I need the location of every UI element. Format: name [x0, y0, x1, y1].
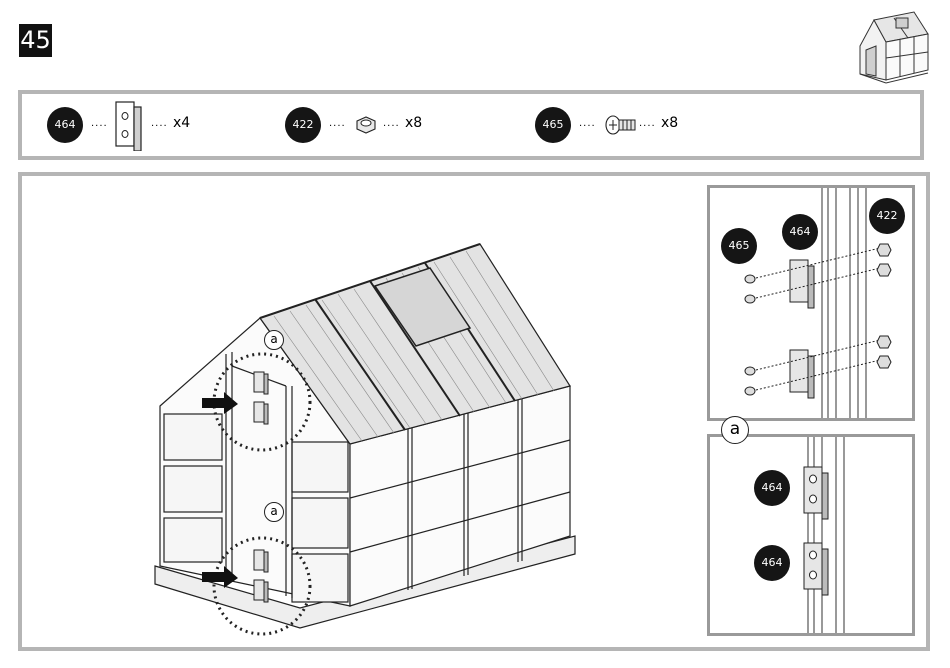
- part-quantity: x4: [173, 115, 190, 131]
- leader-dots: ....: [383, 118, 400, 129]
- label-464: 464: [782, 214, 818, 250]
- label-465: 465: [721, 228, 757, 264]
- leader-dots: ....: [639, 118, 656, 129]
- callout-a-top: a: [264, 330, 284, 350]
- leader-dots: ....: [329, 118, 346, 129]
- step-number-badge: 45: [19, 24, 52, 57]
- leader-dots: ....: [91, 118, 108, 129]
- leader-dots: ....: [579, 118, 596, 129]
- callout-a-bottom: a: [264, 502, 284, 522]
- part-number-badge: 422: [285, 107, 321, 143]
- screw-icon: [605, 112, 639, 138]
- greenhouse-thumbnail-icon: [852, 6, 934, 86]
- label-422: 422: [869, 198, 905, 234]
- hinge-icon: [113, 99, 149, 151]
- part-quantity: x8: [405, 115, 422, 131]
- part-item-464: 464 .... .... x4: [47, 94, 217, 156]
- part-item-422: 422 .... .... x8: [285, 94, 445, 156]
- parts-list-panel: 464 .... .... x4 422 .... .... x8 465 ..…: [18, 90, 924, 160]
- greenhouse-assembly-drawing: [150, 236, 590, 636]
- part-quantity: x8: [661, 115, 678, 131]
- nut-icon: [353, 115, 379, 135]
- part-number-badge: 465: [535, 107, 571, 143]
- label-464-upper: 464: [754, 470, 790, 506]
- callout-a-hinge-drawing: [710, 437, 912, 633]
- leader-dots: ....: [151, 118, 168, 129]
- part-number-badge: 464: [47, 107, 83, 143]
- label-464-lower: 464: [754, 545, 790, 581]
- part-item-465: 465 .... .... x8: [535, 94, 705, 156]
